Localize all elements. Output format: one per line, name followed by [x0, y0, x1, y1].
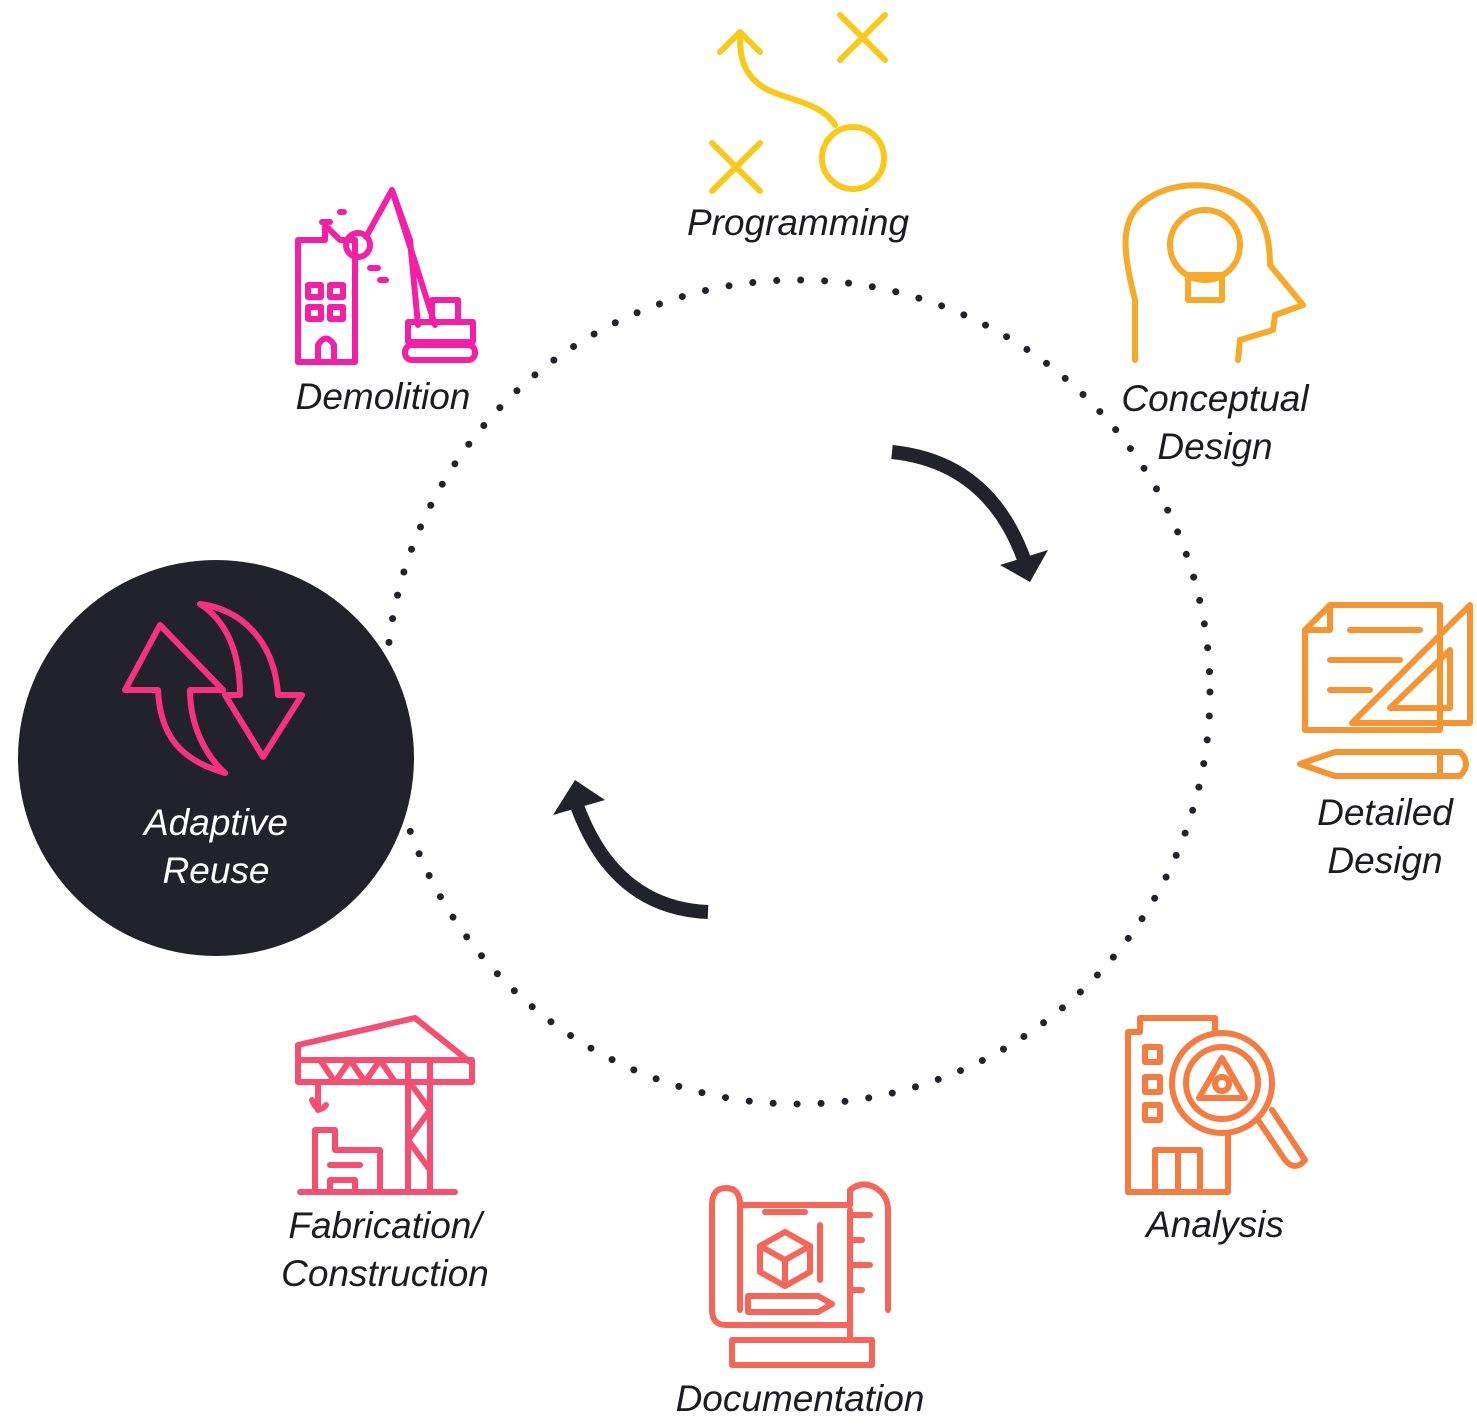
building-magnifier-icon	[1125, 1015, 1308, 1195]
head-lightbulb-icon	[1122, 182, 1306, 363]
hub-label-line2: Reuse	[162, 850, 270, 891]
label-documentation-text: Documentation	[675, 1378, 925, 1419]
label-fabrication-line1: Fabrication/	[288, 1205, 482, 1246]
cycle-arrow-left-icon	[553, 780, 709, 919]
blueprint-icon	[709, 1181, 891, 1368]
wrecking-ball-icon	[295, 187, 478, 365]
label-programming-text: Programming	[686, 202, 910, 243]
label-demolition-text: Demolition	[295, 376, 471, 417]
label-demolition: Demolition	[263, 373, 503, 421]
hub-circle	[18, 560, 414, 956]
label-detailed-line1: Detailed	[1317, 792, 1453, 833]
cycle-arrow-right-icon	[891, 445, 1048, 582]
label-analysis-text: Analysis	[1146, 1204, 1284, 1245]
strategy-play-icon	[709, 12, 888, 194]
label-conceptual-line2: Design	[1157, 426, 1273, 467]
label-detailed-design: Detailed Design	[1260, 789, 1477, 885]
drafting-documents-icon	[1297, 602, 1473, 779]
label-programming: Programming	[648, 199, 948, 247]
hub-label-line1: Adaptive	[144, 802, 288, 843]
hub-label: Adaptive Reuse	[96, 799, 336, 895]
label-conceptual-line1: Conceptual	[1121, 378, 1309, 419]
label-fabrication-construction: Fabrication/ Construction	[240, 1202, 530, 1298]
label-conceptual-design: Conceptual Design	[1075, 375, 1355, 471]
label-fabrication-line2: Construction	[281, 1253, 489, 1294]
label-analysis: Analysis	[1095, 1201, 1335, 1249]
label-detailed-line2: Design	[1327, 840, 1443, 881]
label-documentation: Documentation	[630, 1375, 970, 1423]
recycle-arrows-icon	[122, 601, 305, 776]
tower-crane-icon	[295, 1015, 475, 1195]
